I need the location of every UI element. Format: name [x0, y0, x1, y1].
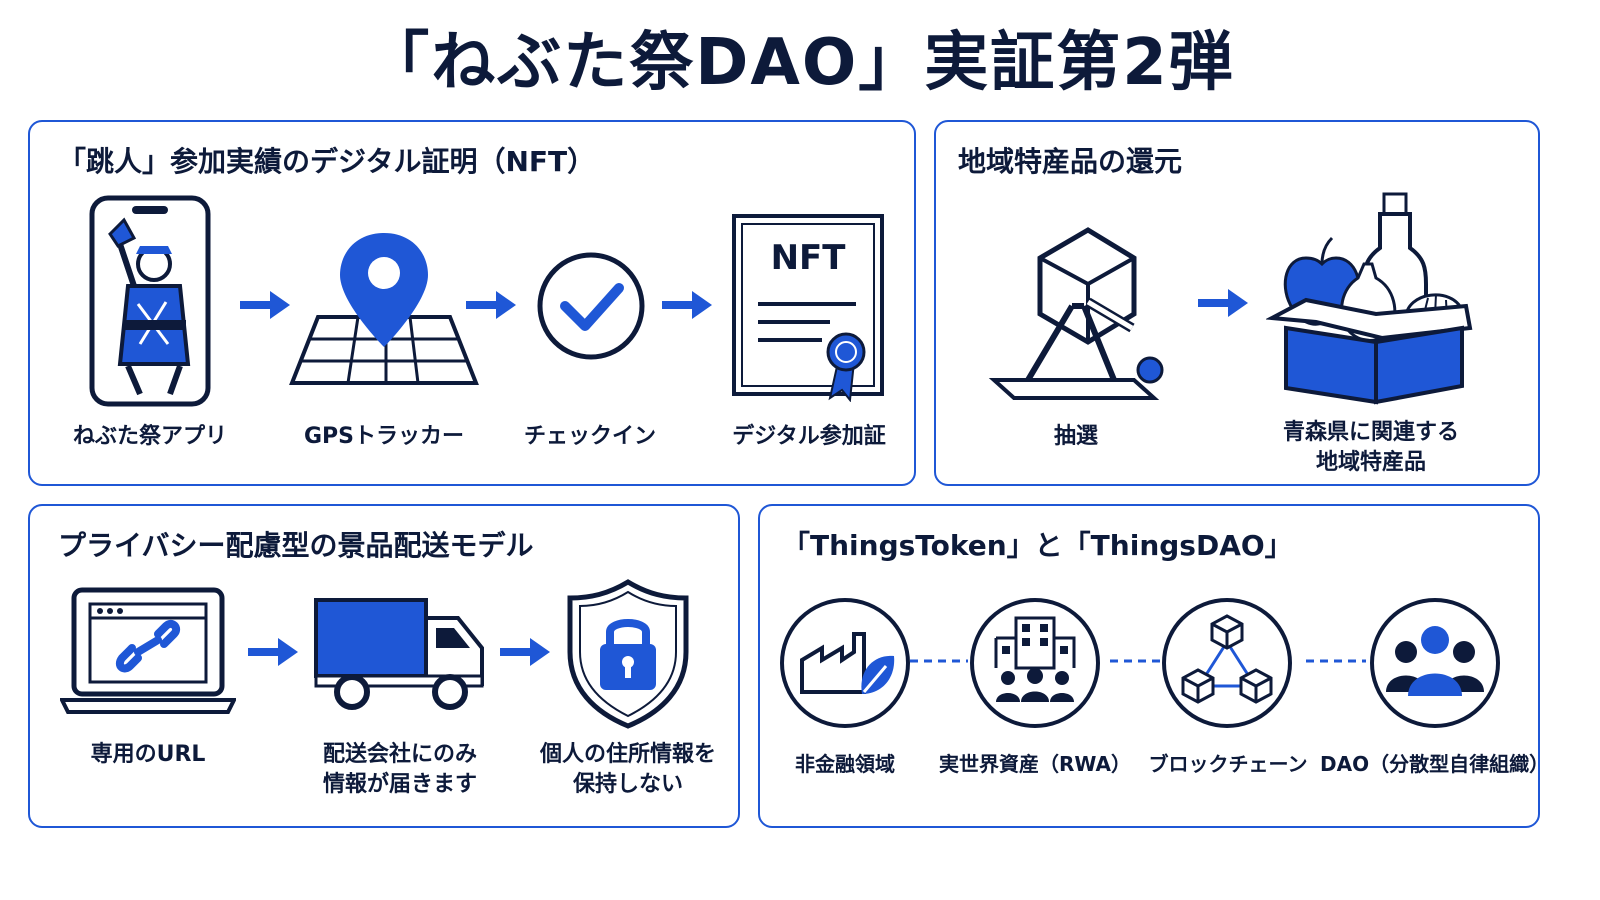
arrow-right-icon: [248, 638, 298, 666]
building-people-icon: [970, 598, 1100, 728]
arrow-right-icon: [240, 291, 290, 319]
arrow-right-icon: [466, 291, 516, 319]
step-label-shield-line1: 個人の住所情報を: [539, 742, 716, 767]
checkmark-circle-icon: [537, 252, 645, 360]
smartphone-nebuta-icon: [89, 195, 211, 407]
arrow-right-icon: [662, 291, 712, 319]
step-label-digital-cert: デジタル参加証: [732, 424, 886, 449]
step-label-app: ねぶた祭アプリ: [72, 424, 227, 449]
step-label-lottery: 抽選: [1053, 424, 1098, 449]
step-label-checkin: チェックイン: [523, 424, 656, 449]
nft-certificate-icon: NFT: [730, 212, 886, 402]
step-label-produce-line2: 地域特産品: [1315, 450, 1426, 475]
step-label-shield-line2: 保持しない: [572, 772, 683, 797]
panel-privacy-title: プライバシー配慮型の景品配送モデル: [58, 529, 534, 562]
map-pin-icon: [289, 233, 479, 385]
nft-badge-text: NFT: [770, 238, 846, 278]
delivery-truck-icon: [314, 598, 484, 710]
arrow-right-icon: [1198, 289, 1248, 317]
step-label-truck-line1: 配送会社にのみ: [322, 742, 477, 767]
page-title: 「ねぶた祭DAO」実証第2弾: [365, 26, 1235, 100]
panel-things: 「ThingsToken」と「ThingsDAO」 非金融領域 実世界資産（RW…: [758, 504, 1550, 828]
panel-nft-title: 「跳人」参加実績のデジタル証明（NFT）: [58, 145, 596, 178]
node-label-nonfinance: 非金融領域: [795, 752, 895, 776]
node-label-blockchain: ブロックチェーン: [1148, 752, 1308, 776]
factory-leaf-icon: [780, 598, 910, 728]
shield-lock-icon: [567, 579, 689, 729]
dotted-connector: [910, 659, 1366, 663]
node-label-rwa: 実世界資産（RWA）: [938, 752, 1132, 776]
blockchain-cubes-icon: [1162, 598, 1292, 728]
node-label-dao: DAO（分散型自律組織）: [1320, 752, 1550, 776]
panel-local-title: 地域特産品の還元: [958, 145, 1183, 178]
step-label-url: 専用のURL: [90, 742, 206, 767]
lottery-drum-icon: [988, 227, 1164, 400]
arrow-right-icon: [500, 638, 550, 666]
panel-privacy-delivery: プライバシー配慮型の景品配送モデル 専用のURL 配送会社にのみ 情報が届きます…: [28, 504, 740, 828]
step-label-truck-line2: 情報が届きます: [322, 772, 477, 797]
laptop-link-icon: [60, 587, 236, 714]
panel-things-title: 「ThingsToken」と「ThingsDAO」: [782, 529, 1293, 562]
panel-local-produce: 地域特産品の還元 抽選 青森県に関連する 地域特産品: [934, 120, 1540, 486]
produce-box-icon: [1266, 192, 1473, 405]
step-label-produce-line1: 青森県に関連する: [1282, 420, 1459, 445]
panel-nft-proof: 「跳人」参加実績のデジタル証明（NFT） ねぶた祭アプリ GPSトラッカー チェ…: [28, 120, 916, 486]
people-group-icon: [1370, 598, 1500, 728]
step-label-gps: GPSトラッカー: [303, 424, 465, 449]
